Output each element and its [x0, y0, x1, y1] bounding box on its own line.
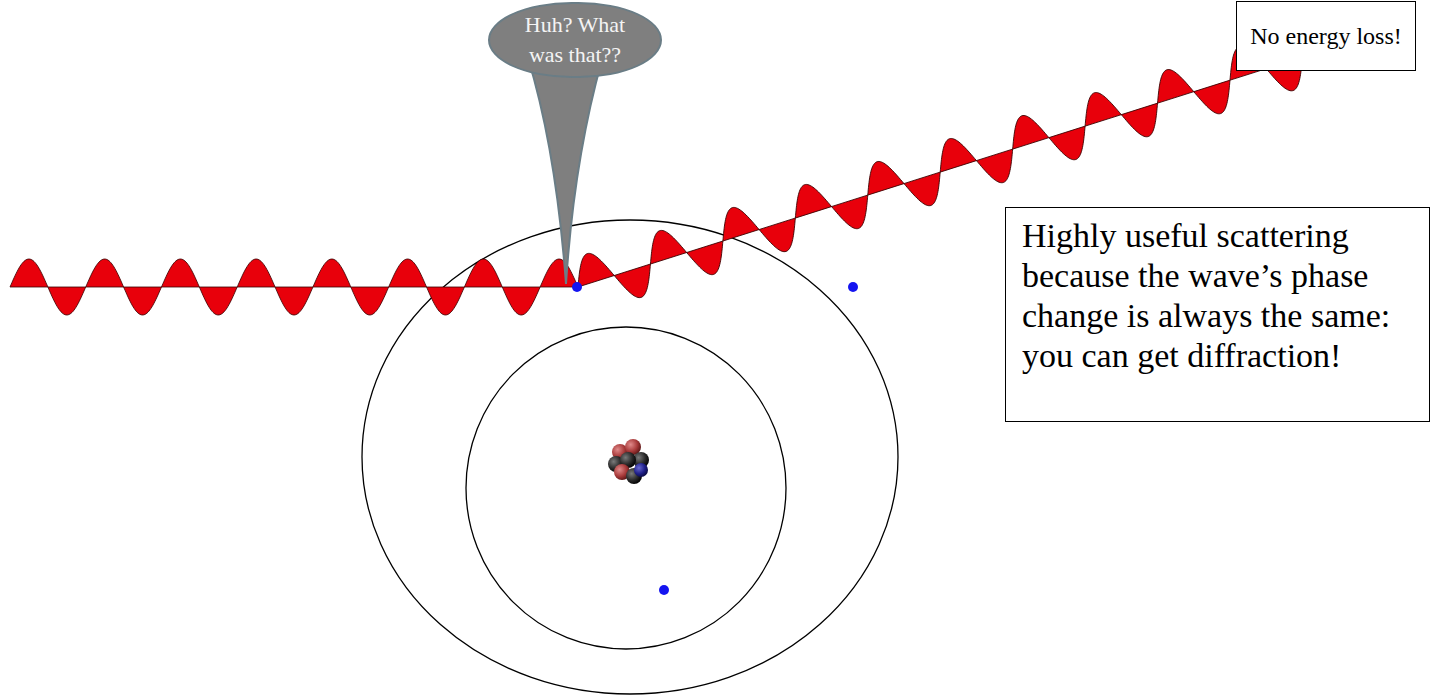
note-text: Huh? What was that?? — [517, 10, 633, 70]
inner-orbit — [466, 327, 786, 649]
incoming-wave — [10, 259, 578, 315]
note-box: No energy loss! — [1236, 1, 1416, 71]
note-text: Highly useful scattering because the wav… — [1022, 216, 1413, 376]
speech-bubble-tail — [528, 58, 602, 284]
electron — [572, 282, 582, 292]
note-text: No energy loss! — [1250, 21, 1402, 51]
electron — [659, 585, 669, 595]
nucleus — [608, 439, 649, 484]
note-box: Highly useful scattering because the wav… — [1005, 207, 1430, 422]
speech-bubble: Huh? What was that?? — [488, 2, 662, 78]
electron — [848, 282, 858, 292]
